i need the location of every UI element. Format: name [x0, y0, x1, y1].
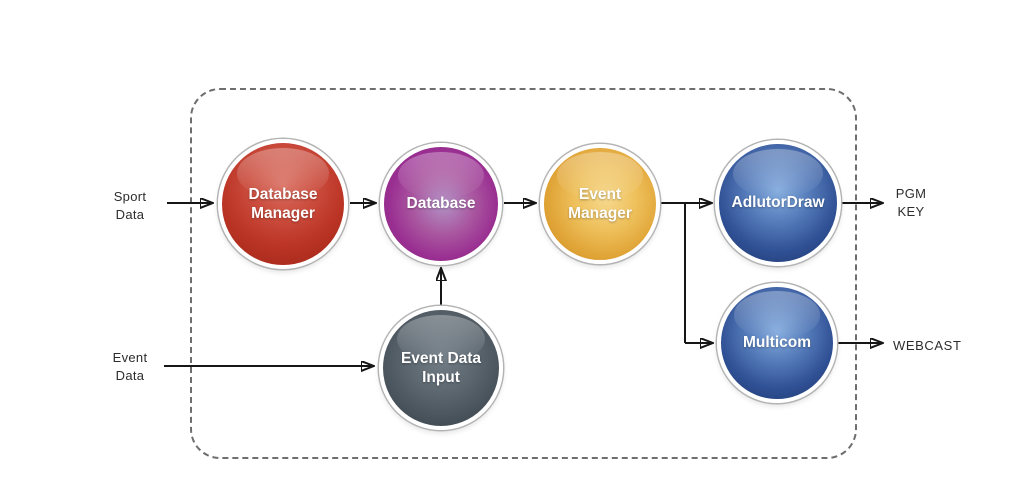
output-label-pgm-key: PGM KEY — [895, 186, 927, 219]
node-event-manager: Event Manager — [540, 144, 660, 264]
output-label-webcast: WEBCAST — [893, 338, 962, 353]
input-label-sport-data: Sport Data — [113, 189, 147, 222]
system-boundary — [190, 88, 857, 459]
node-database: Database — [380, 143, 502, 265]
node-event-data-input-label: Event Data Input — [400, 349, 482, 386]
node-multicom-label: Multicom — [742, 334, 812, 352]
node-database-manager-label: Database Manager — [248, 185, 318, 222]
node-database-label: Database — [406, 195, 476, 213]
node-event-data-input: Event Data Input — [379, 306, 503, 430]
node-database-manager: Database Manager — [218, 139, 348, 269]
input-label-event-data: Event Data — [112, 350, 148, 383]
node-adlutordraw: AdlutorDraw — [715, 140, 841, 266]
node-event-manager-label: Event Manager — [568, 185, 632, 222]
node-multicom: Multicom — [717, 283, 837, 403]
node-adlutordraw-label: AdlutorDraw — [731, 194, 825, 212]
